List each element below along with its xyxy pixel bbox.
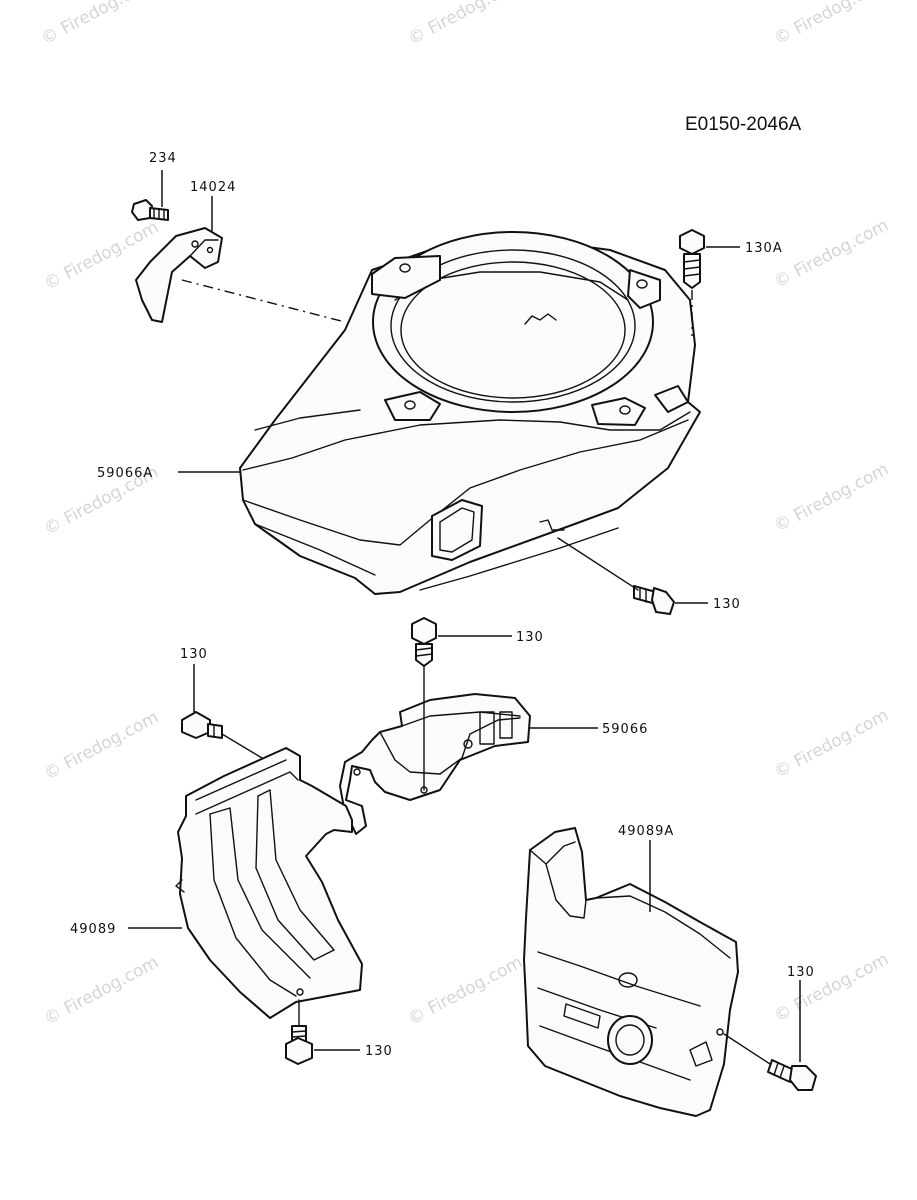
part-label-49089: 49089 bbox=[70, 922, 116, 937]
watermark: © Firedog.com bbox=[405, 0, 526, 49]
part-label-130-housing: 130 bbox=[713, 597, 741, 612]
watermark: © Firedog.com bbox=[771, 705, 892, 782]
watermark: © Firedog.com bbox=[41, 952, 162, 1029]
part-label-130A: 130A bbox=[745, 241, 783, 256]
part-label-130-right: 130 bbox=[787, 965, 815, 980]
watermark: © Firedog.com bbox=[38, 0, 159, 49]
assembly-line bbox=[723, 1033, 771, 1065]
assembly-line bbox=[557, 537, 639, 591]
part-label-59066A: 59066A bbox=[97, 466, 153, 481]
part-label-14024: 14024 bbox=[190, 180, 236, 195]
part-label-130-left-top: 130 bbox=[180, 647, 208, 662]
bolt-130-center bbox=[411, 617, 437, 667]
bracket-14024 bbox=[135, 227, 223, 323]
bolt-130-housing bbox=[633, 585, 675, 615]
fan-housing-59066A bbox=[239, 231, 701, 595]
part-label-130-center: 130 bbox=[516, 630, 544, 645]
assembly-line bbox=[221, 733, 263, 759]
watermark: © Firedog.com bbox=[405, 952, 526, 1029]
watermark: © Firedog.com bbox=[41, 707, 162, 784]
part-label-130-left-bottom: 130 bbox=[365, 1044, 393, 1059]
assembly-line bbox=[181, 279, 346, 323]
bolt-130-left-top bbox=[181, 711, 223, 739]
bolt-130-right bbox=[767, 1059, 817, 1091]
part-label-59066: 59066 bbox=[602, 722, 648, 737]
watermark: © Firedog.com bbox=[771, 215, 892, 292]
guard-49089 bbox=[175, 747, 363, 1019]
watermark: © Firedog.com bbox=[771, 459, 892, 536]
bolt-130-left-bottom bbox=[285, 1025, 313, 1065]
watermark: © Firedog.com bbox=[771, 0, 892, 49]
bolt-130A bbox=[679, 229, 705, 289]
bolt-234 bbox=[131, 199, 169, 221]
watermark: © Firedog.com bbox=[771, 949, 892, 1026]
part-label-49089A: 49089A bbox=[618, 824, 674, 839]
diagram-id: E0150-2046A bbox=[685, 114, 802, 135]
cover-49089A bbox=[523, 827, 739, 1117]
baffle-59066 bbox=[339, 693, 531, 835]
part-label-234: 234 bbox=[149, 151, 177, 166]
